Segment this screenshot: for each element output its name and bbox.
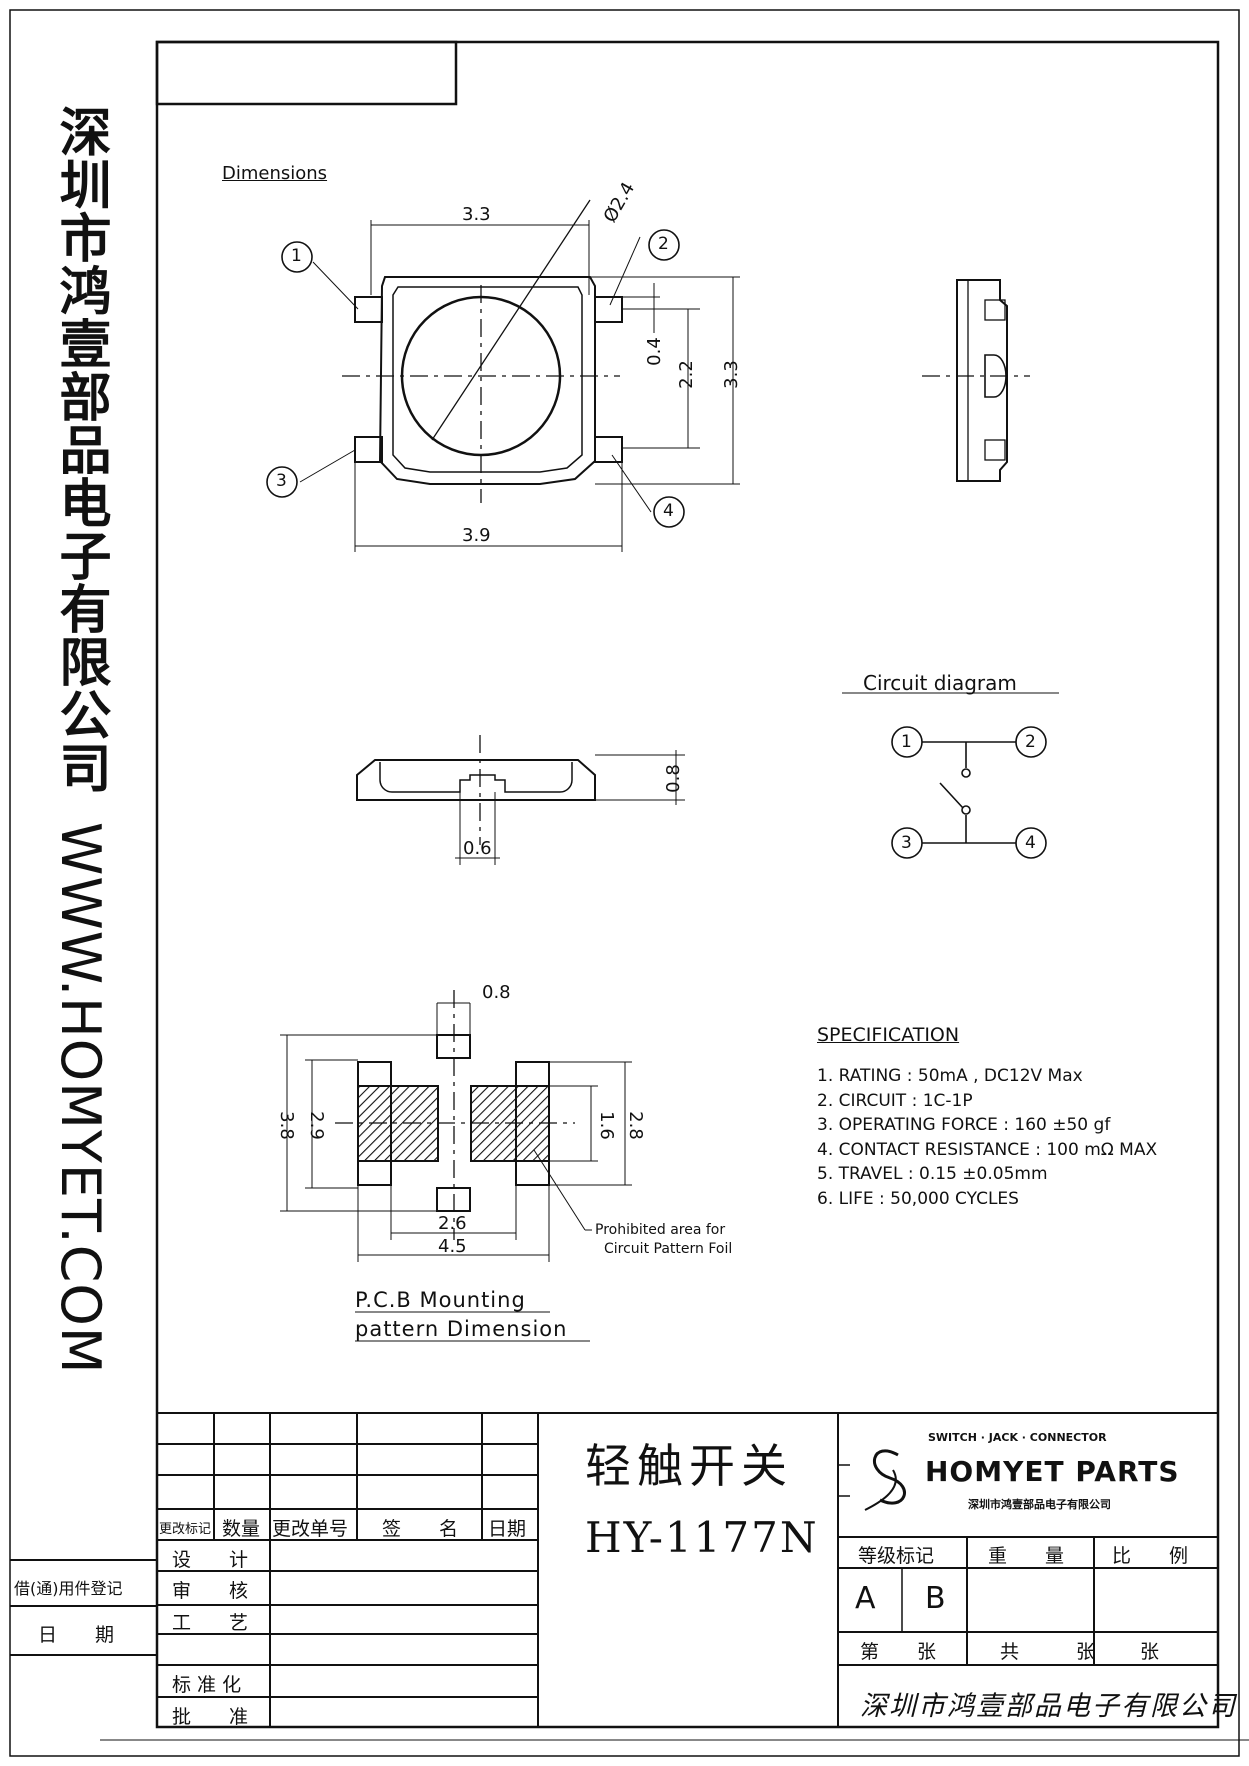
website-vertical: WWW.HOMYET.COM: [49, 822, 112, 1375]
pcb-dim-outer-width: 4.5: [438, 1236, 467, 1257]
top-view: [342, 199, 623, 503]
header-quantity: 数量: [222, 1518, 261, 1540]
circuit-node-3: 3: [901, 833, 912, 853]
pin-3-label: 3: [276, 471, 287, 491]
brand-tagline: SWITCH · JACK · CONNECTOR: [928, 1431, 1107, 1444]
specification-title: SPECIFICATION: [817, 1024, 960, 1046]
dimensions-label: Dimensions: [222, 163, 328, 184]
circuit-schematic: [842, 692, 1059, 859]
product-name: 轻触开关: [585, 1439, 793, 1493]
grade-b: B: [925, 1581, 946, 1616]
sheet-label: 第 张: [860, 1641, 937, 1663]
pcb-dim-right-height: 2.8: [624, 1111, 646, 1140]
circuit-node-1: 1: [901, 732, 912, 752]
pcb-dimension-lines: [280, 1002, 632, 1342]
dim-pin-width: 0.6: [463, 838, 492, 859]
brand-cn-name: 深圳市鸿壹部品电子有限公司: [968, 1498, 1111, 1511]
dim-pad-height: 0.4: [643, 337, 665, 366]
spec-item: 2. CIRCUIT : 1C-1P: [817, 1090, 973, 1111]
spec-item: 4. CONTACT RESISTANCE : 100 mΩ MAX: [817, 1139, 1158, 1160]
spec-item: 1. RATING : 50mA , DC12V Max: [817, 1066, 1083, 1086]
inner-frame: [155, 40, 1220, 1729]
dim-inner-height: 2.2: [675, 360, 697, 389]
side-view-right: [922, 279, 1030, 482]
top-view-dimension-lines: [299, 220, 740, 552]
pcb-pattern: [335, 990, 575, 1240]
scale-label: 比 例: [1112, 1545, 1189, 1567]
brand-name: HOMYET PARTS: [925, 1455, 1180, 1488]
circuit-node-2: 2: [1025, 732, 1036, 752]
outer-frame: [9, 9, 1240, 1757]
pin-1-label: 1: [291, 246, 302, 266]
sheets-suffix: 张: [1140, 1641, 1160, 1663]
total-sheets-label: 共 张: [1000, 1641, 1096, 1663]
part-number: HY-1177N: [585, 1513, 819, 1562]
spec-item: 6. LIFE : 50,000 CYCLES: [817, 1188, 1019, 1209]
pcb-dim-inner-width: 2.6: [438, 1213, 467, 1234]
title-block-grid: [157, 1412, 1218, 1727]
pin-2-label: 2: [658, 234, 669, 254]
role-standardization: 标 准 化: [172, 1674, 242, 1696]
header-date: 日期: [488, 1518, 527, 1540]
role-approve: 批 准: [172, 1706, 249, 1728]
header-change-no: 更改单号: [272, 1518, 349, 1540]
pcb-dim-pad-gap: 1.6: [595, 1111, 617, 1140]
grade-label: 等级标记: [858, 1545, 935, 1567]
spec-item: 3. OPERATING FORCE : 160 ±50 gf: [817, 1115, 1111, 1135]
pin-4-label: 4: [663, 501, 674, 521]
dim-side-height: 0.8: [662, 764, 684, 793]
borrow-register-label: 借(通)用件登记: [14, 1579, 123, 1598]
header-signature: 签 名: [382, 1518, 459, 1540]
pcb-dim-outer-height: 3.8: [275, 1111, 297, 1140]
specification-list: 1. RATING : 50mA , DC12V Max 2. CIRCUIT …: [817, 1064, 1157, 1211]
pcb-dim-pad-width: 0.8: [482, 982, 511, 1003]
dim-total-width: 3.9: [462, 525, 491, 546]
corner-box: [155, 40, 458, 106]
company-signature: 深圳市鸿壹部品电子有限公司: [860, 1691, 1237, 1722]
header-change-mark: 更改标记: [159, 1522, 212, 1537]
role-design: 设 计: [172, 1549, 249, 1571]
circuit-node-4: 4: [1025, 833, 1036, 853]
role-process: 工 艺: [172, 1612, 249, 1634]
spec-item: 5. TRAVEL : 0.15 ±0.05mm: [817, 1164, 1048, 1184]
side-view-front: [356, 735, 685, 865]
pcb-title-line-1: P.C.B Mounting: [355, 1288, 526, 1312]
left-date-label: 日 期: [38, 1624, 115, 1646]
pcb-note-line-2: Circuit Pattern Foil: [604, 1241, 733, 1257]
company-name-vertical: 深圳市鸿壹部品电子有限公司: [50, 105, 110, 794]
pcb-title-line-2: pattern Dimension: [355, 1317, 568, 1341]
dim-body-height: 3.3: [720, 360, 742, 389]
weight-label: 重 量: [988, 1545, 1065, 1567]
grade-a: A: [855, 1581, 876, 1616]
role-review: 审 核: [172, 1580, 249, 1602]
dim-body-width: 3.3: [462, 204, 491, 225]
circuit-diagram-title: Circuit diagram: [863, 671, 1017, 695]
pcb-note-line-1: Prohibited area for: [595, 1222, 726, 1238]
homyet-logo-mark: [864, 1449, 906, 1511]
pcb-dim-inner-height: 2.9: [305, 1111, 327, 1140]
pin-callouts: [266, 229, 685, 528]
